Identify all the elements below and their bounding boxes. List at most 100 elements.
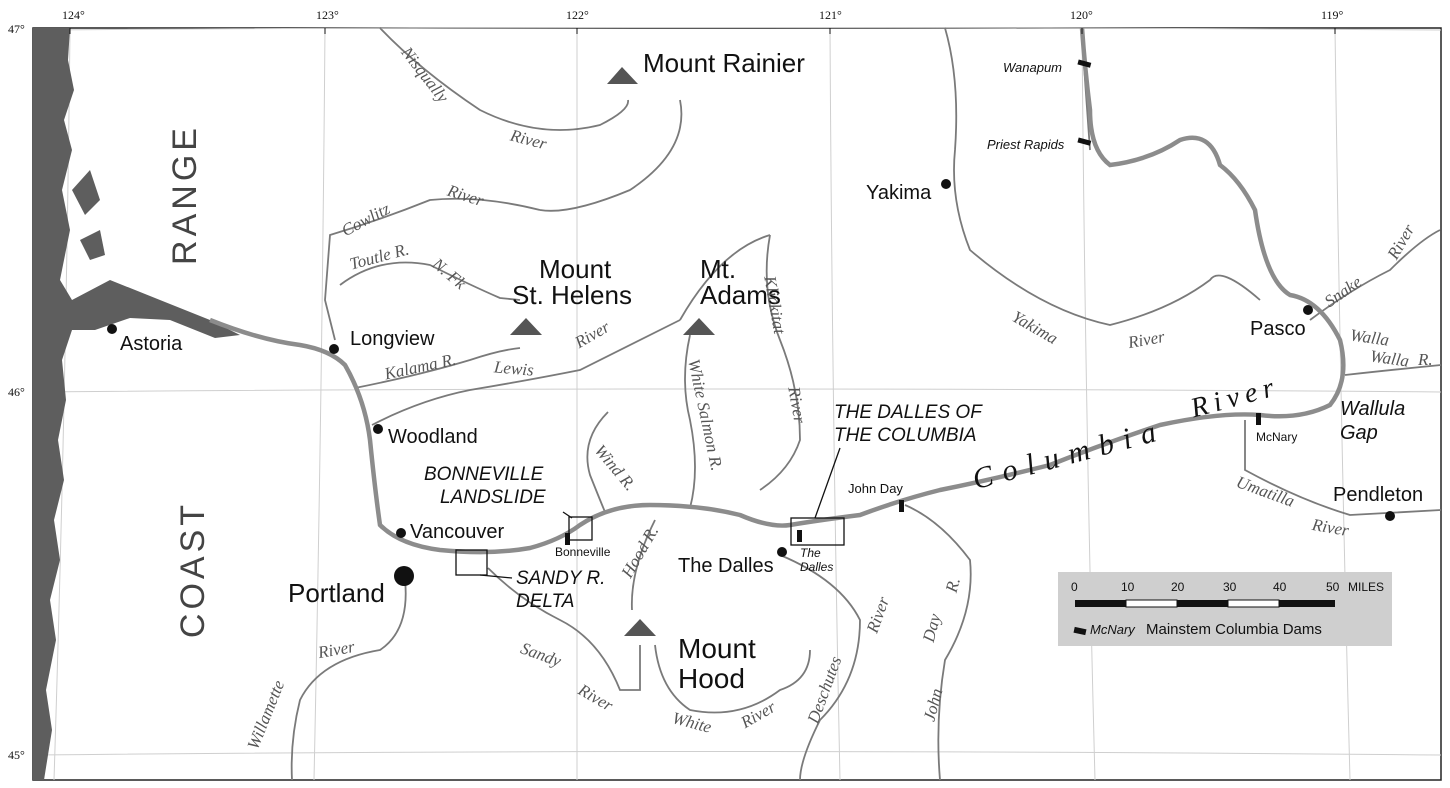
mcnary-dam-label: McNary <box>1256 430 1298 444</box>
peaks <box>510 67 715 636</box>
willamette-river <box>290 579 407 781</box>
yakima-river <box>944 27 1261 326</box>
lewis-upper <box>679 234 771 321</box>
vancouver-label: Vancouver <box>410 521 505 543</box>
hood-peak-icon <box>624 619 656 636</box>
hood-river <box>630 519 656 611</box>
feature-boxes <box>455 447 845 579</box>
wanapum-dam-icon <box>1077 59 1092 68</box>
map-frame <box>32 27 1442 781</box>
white-river <box>654 644 811 714</box>
wind-river <box>586 411 609 513</box>
kalama-river <box>354 347 521 389</box>
portland-dot-icon <box>394 566 414 586</box>
upper-river <box>539 99 683 212</box>
pasco-dot-icon <box>1303 305 1313 315</box>
wanapum-label: Wanapum <box>1003 60 1063 75</box>
the-dalles-dam-icon <box>797 530 802 542</box>
columbia-river <box>209 27 1346 555</box>
scale-tick-20: 20 <box>1171 580 1185 594</box>
the-dalles-label: The Dalles <box>678 555 774 577</box>
dalles-columbia-box <box>790 517 845 546</box>
scale-bar-seg-1 <box>1075 600 1126 607</box>
cities <box>107 179 1395 586</box>
lon-tick-122: 122° <box>566 8 589 22</box>
rainier-peak-icon <box>607 67 638 84</box>
the-dalles-dam-label-2: Dalles <box>800 560 834 574</box>
lat-tick-47: 47° <box>8 22 25 36</box>
walla-r-label: R. <box>1418 350 1433 369</box>
bonneville-landslide-label-2: LANDSLIDE <box>440 487 546 508</box>
range-label: RANGE <box>165 124 204 265</box>
lon-ticks <box>69 28 1336 34</box>
pacific-coast <box>33 28 240 780</box>
deschutes-river <box>779 554 861 781</box>
legend-dam-example: McNary <box>1090 622 1135 637</box>
bonneville-landslide-label-1: BONNEVILLE <box>424 464 544 485</box>
mount-hood-label-2: Hood <box>678 663 745 694</box>
lon-tick-124: 124° <box>62 8 85 22</box>
scale-bar-seg-4 <box>1227 599 1280 608</box>
priest-rapids-dam-icon <box>1077 137 1092 146</box>
scale-tick-50: 50 <box>1326 580 1340 594</box>
john-day-river <box>904 504 972 781</box>
helens-peak-icon <box>510 318 542 335</box>
legend-graphic <box>1073 599 1335 636</box>
lon-tick-123: 123° <box>316 8 339 22</box>
sandy-leader <box>479 574 513 579</box>
yakima-dot-icon <box>941 179 951 189</box>
vancouver-dot-icon <box>396 528 406 538</box>
legend-box: 0 10 20 30 40 50 MILES McNary Mainstem C… <box>1058 572 1392 646</box>
scale-tick-10: 10 <box>1121 580 1135 594</box>
dalles-leader <box>814 447 841 519</box>
scale-units-label: MILES <box>1348 580 1385 594</box>
white-salmon-river <box>684 334 696 509</box>
scale-tick-30: 30 <box>1223 580 1237 594</box>
lewis-river <box>371 319 681 426</box>
pendleton-dot-icon <box>1385 511 1395 521</box>
scale-tick-40: 40 <box>1273 580 1287 594</box>
dams <box>565 59 1261 545</box>
klickitat-river <box>759 234 801 491</box>
bonneville-dam-icon <box>565 533 570 545</box>
pendleton-label: Pendleton <box>1333 484 1424 506</box>
mt-adams-label-2: Adams <box>700 280 781 310</box>
cowlitz-river <box>324 197 541 341</box>
lon-tick-119: 119° <box>1321 8 1344 22</box>
longview-dot-icon <box>329 344 339 354</box>
mcnary-dam-icon <box>1256 413 1261 425</box>
umatilla-river <box>1244 420 1442 516</box>
lon-tick-121: 121° <box>819 8 842 22</box>
sandy-delta-box <box>455 549 488 576</box>
yakima-label: Yakima <box>866 182 932 204</box>
sandy-delta-label-1: SANDY R. <box>516 568 606 589</box>
scale-bar-seg-2 <box>1125 599 1178 608</box>
lon-tick-120: 120° <box>1070 8 1093 22</box>
graticule <box>32 27 1442 781</box>
astoria-label: Astoria <box>120 333 183 355</box>
bonneville-dam-label: Bonneville <box>555 545 611 559</box>
pasco-label: Pasco <box>1250 318 1306 340</box>
scale-bar-seg-3 <box>1177 600 1228 607</box>
toutle-river <box>339 261 521 301</box>
dalles-columbia-label-1: THE DALLES OF <box>834 402 982 423</box>
walla-walla-river <box>1344 364 1442 376</box>
sandy-river <box>487 567 641 691</box>
mount-rainier-label: Mount Rainier <box>643 48 805 78</box>
woodland-label: Woodland <box>388 426 478 448</box>
wallula-label-1: Wallula <box>1340 398 1406 420</box>
legend-dam-icon <box>1073 626 1087 636</box>
priest-rapids-label: Priest Rapids <box>987 137 1065 152</box>
snake-river <box>1309 229 1441 321</box>
mount-helens-label-2: St. Helens <box>512 280 632 310</box>
wallula-label-2: Gap <box>1340 422 1378 444</box>
portland-label: Portland <box>288 578 385 608</box>
bonneville-leader <box>562 511 573 519</box>
mount-hood-label-1: Mount <box>678 633 756 664</box>
john-day-dam-label: John Day <box>848 481 903 496</box>
the-dalles-dam-label-1: The <box>800 546 821 560</box>
tributary-rivers <box>290 27 1442 781</box>
john-day-dam-icon <box>899 500 904 512</box>
lat-tick-46: 46° <box>8 385 25 399</box>
